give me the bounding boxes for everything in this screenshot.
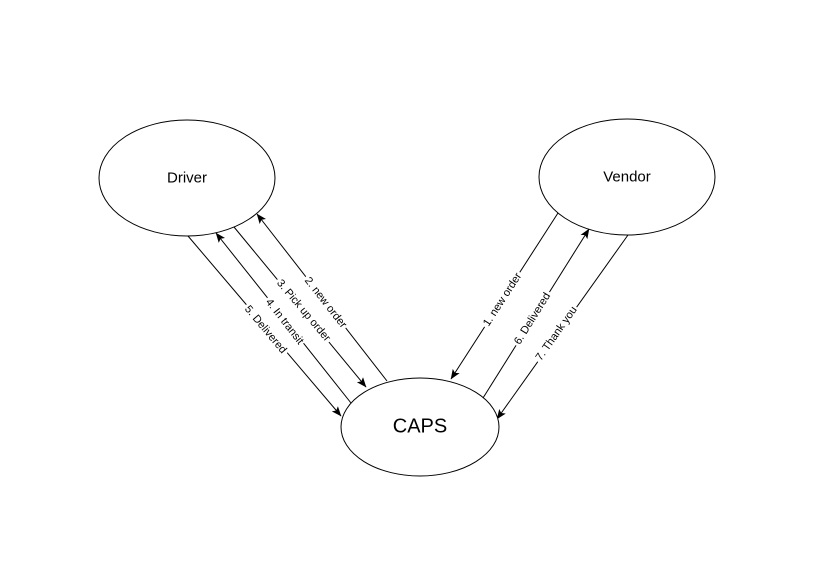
node-vendor-shape [538,118,716,236]
node-driver-shape [98,119,276,237]
node-label-driver: Driver [167,169,207,187]
node-label-caps: CAPS [392,415,448,438]
node-label-vendor: Vendor [603,168,651,186]
node-caps-shape [340,377,500,477]
